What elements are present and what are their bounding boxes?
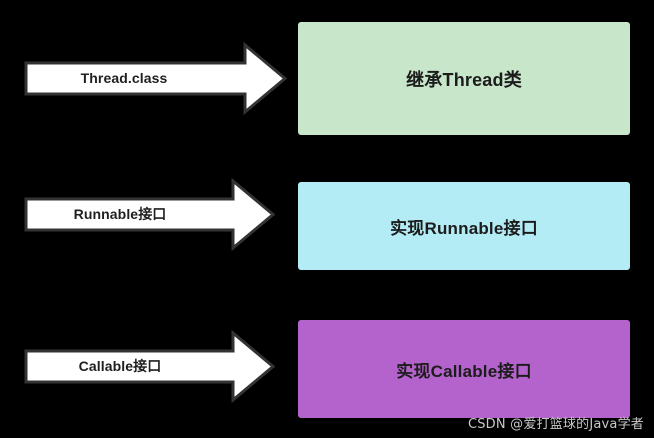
arrow-thread-class (24, 42, 288, 115)
arrow-label-callable-interface: Callable接口 (78, 358, 162, 374)
box-implement-callable: 实现Callable接口 (298, 320, 630, 418)
arrow-label-runnable-interface: Runnable接口 (73, 206, 167, 222)
arrow-callable-interface (24, 330, 276, 403)
arrow-runnable-interface (24, 178, 276, 251)
box-label-implement-runnable: 实现Runnable接口 (390, 218, 538, 238)
box-extend-thread: 继承Thread类 (298, 22, 630, 135)
arrow-label-thread-class: Thread.class (80, 70, 168, 86)
box-implement-runnable: 实现Runnable接口 (298, 182, 630, 270)
csdn-watermark: CSDN @爱打篮球的Java学者 (467, 417, 644, 432)
box-label-implement-callable: 实现Callable接口 (396, 361, 532, 381)
box-label-extend-thread: 继承Thread类 (406, 69, 522, 90)
